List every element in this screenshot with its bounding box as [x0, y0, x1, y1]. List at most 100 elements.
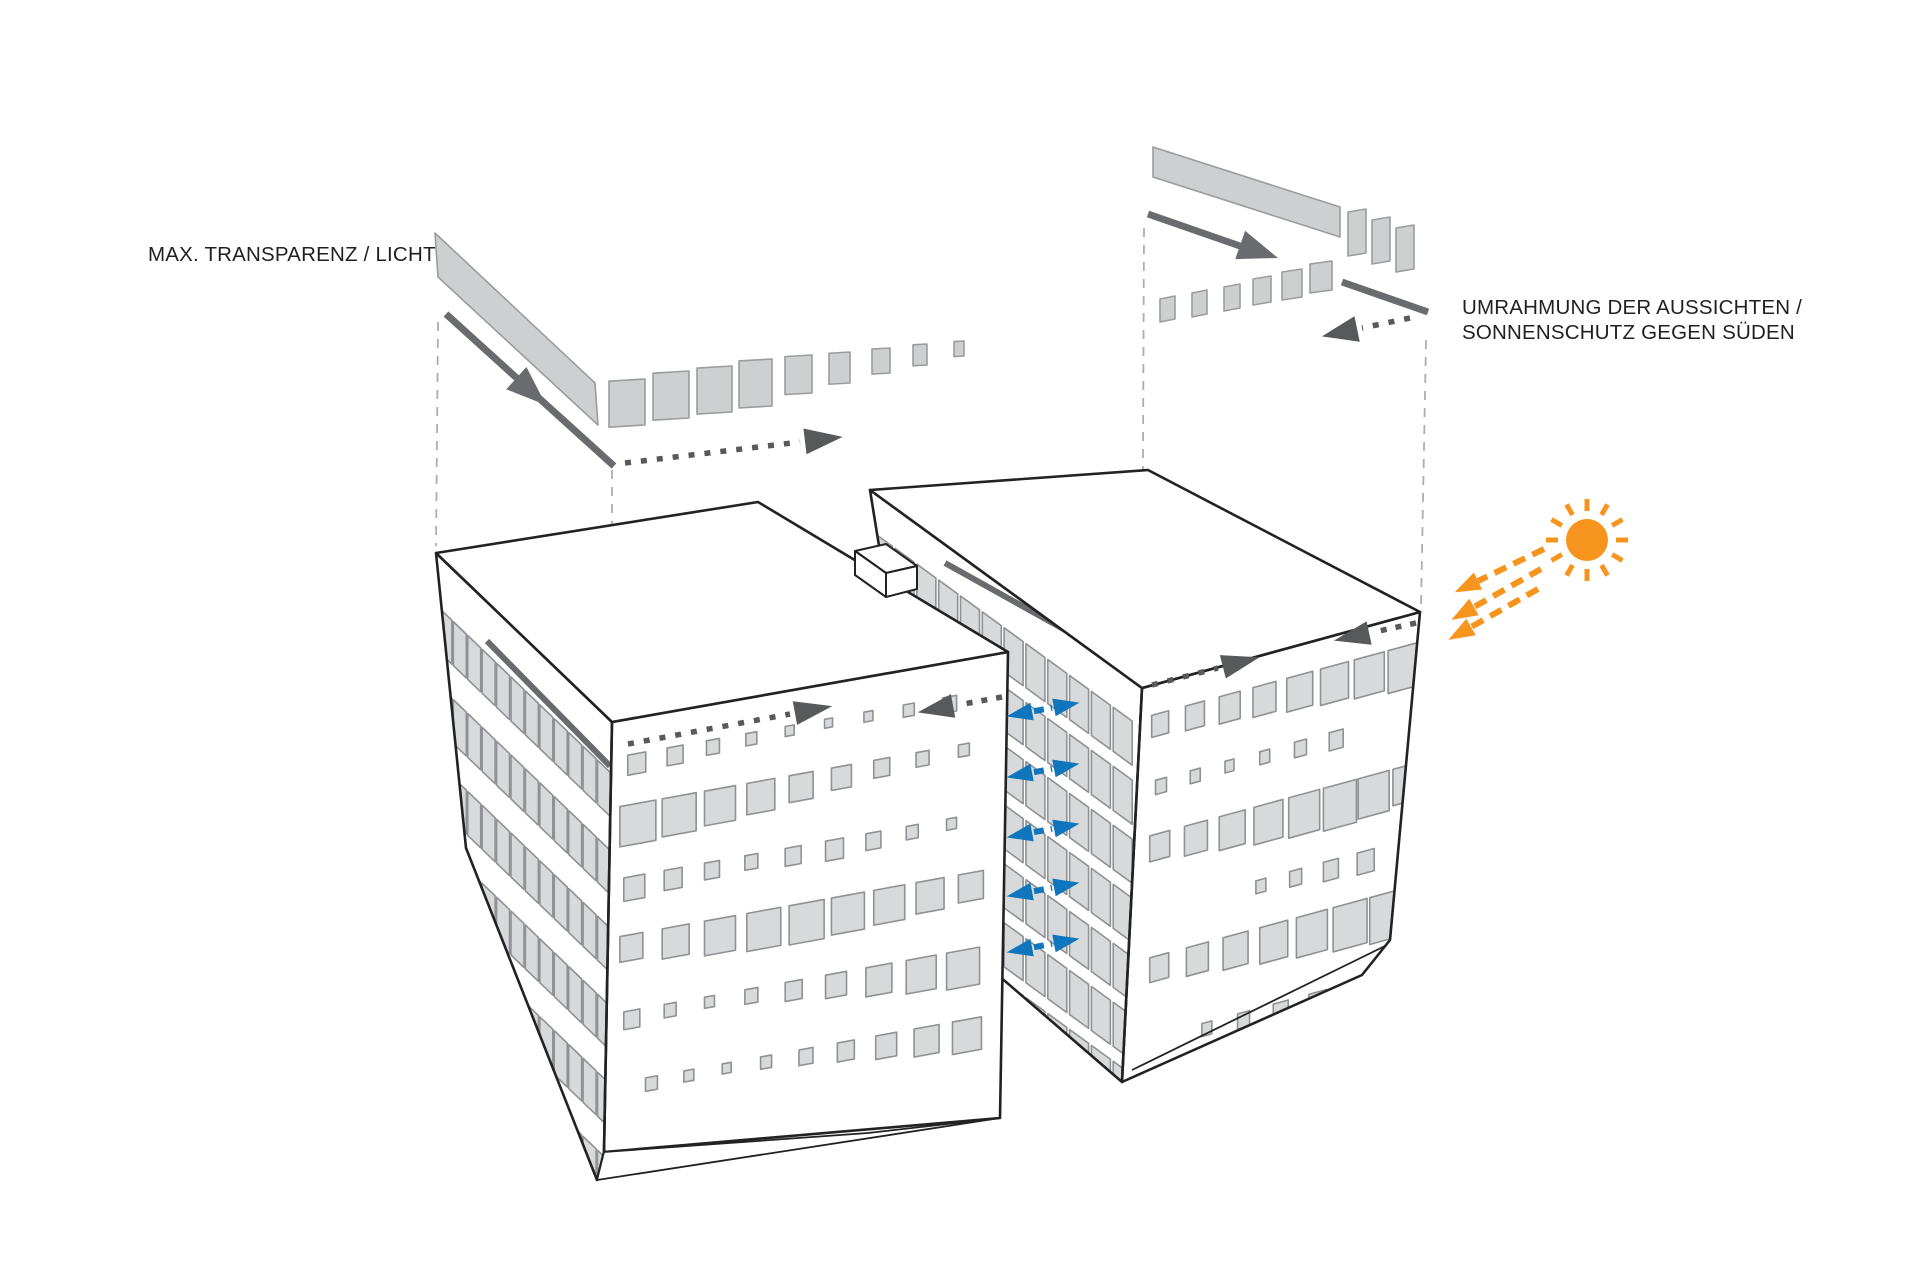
rail-arrowhead [506, 367, 546, 405]
arrowhead [803, 428, 843, 455]
window [951, 1015, 983, 1056]
window [1090, 749, 1112, 810]
window [481, 648, 496, 707]
window [582, 1057, 597, 1116]
slide-rail [1146, 210, 1242, 250]
window [466, 790, 482, 849]
window [481, 804, 496, 863]
window [510, 988, 525, 1047]
band-slat [1371, 216, 1391, 265]
window [567, 965, 583, 1024]
window [1090, 926, 1112, 987]
label-umrahmung-line1: UMRAHMUNG DER AUSSICHTEN / [1462, 296, 1803, 319]
arrowhead [1219, 655, 1260, 679]
window [957, 742, 971, 759]
window [746, 906, 782, 953]
dotted-direction-arrow [1321, 315, 1411, 342]
panel [1223, 283, 1241, 312]
arrowhead [1052, 934, 1080, 953]
window [626, 751, 647, 777]
arrowhead [917, 694, 956, 718]
window [1332, 897, 1368, 953]
window [567, 731, 583, 790]
label-max-transparenz: MAX. TRANSPARENZ / LICHT [148, 243, 436, 266]
window [495, 974, 511, 1033]
window [1319, 660, 1350, 707]
blue-double-arrow [1006, 934, 1080, 957]
window [1025, 642, 1046, 703]
dotted-arrow-right-bldg-left [1333, 620, 1417, 645]
sun-ray [1564, 503, 1575, 517]
left-face-rail [484, 638, 613, 769]
window [510, 1144, 525, 1180]
window [905, 823, 920, 841]
window [539, 703, 554, 763]
window [539, 937, 554, 997]
sun-ray [1550, 517, 1564, 528]
window [663, 1001, 677, 1019]
window [1322, 778, 1358, 833]
window [744, 852, 759, 872]
panel [1252, 275, 1272, 306]
connector-side [885, 565, 918, 598]
sun-ray [1550, 552, 1564, 563]
arrowhead [1052, 819, 1080, 838]
window [1357, 769, 1390, 820]
rail-arrowhead [1235, 230, 1278, 260]
window [481, 1038, 496, 1097]
leader-line [435, 321, 439, 547]
panel [1281, 268, 1303, 301]
window [481, 960, 496, 1019]
window [784, 978, 803, 1003]
window [481, 726, 496, 785]
window [823, 717, 834, 730]
panel [828, 351, 851, 386]
window [1258, 919, 1289, 965]
window [915, 876, 945, 915]
window [1253, 798, 1284, 846]
window [1046, 835, 1068, 896]
sun-ray [1564, 563, 1575, 577]
window [583, 1214, 596, 1270]
arrowhead [1052, 698, 1080, 717]
panel [652, 370, 690, 421]
arrowhead [1006, 823, 1034, 842]
band-slat [1347, 208, 1367, 257]
window [598, 1228, 611, 1280]
window [1255, 877, 1267, 895]
window [824, 970, 848, 1000]
window [830, 891, 866, 936]
panel [608, 378, 646, 428]
arrowhead [1448, 618, 1476, 640]
panel [784, 354, 813, 396]
dotted-arrow-right-bldg-right [1151, 655, 1260, 688]
window [945, 816, 958, 832]
window [1046, 1071, 1068, 1082]
window [569, 1201, 582, 1257]
window [913, 1023, 940, 1058]
dotted-arrow-left-bldg-left [917, 694, 1003, 718]
sun-ray [1599, 503, 1610, 517]
window [481, 1116, 496, 1175]
sliding-panels [1159, 260, 1333, 323]
window [582, 745, 597, 804]
window [683, 1068, 695, 1083]
window [452, 854, 468, 913]
window [784, 844, 802, 868]
window [703, 914, 737, 957]
window [1218, 808, 1246, 852]
window [466, 634, 482, 693]
window [1003, 1039, 1024, 1082]
window [1288, 867, 1303, 889]
window [495, 818, 511, 877]
window [619, 799, 657, 848]
panel [696, 365, 733, 415]
window [553, 717, 569, 776]
sun-ray-arrow [1451, 566, 1543, 620]
window [619, 931, 644, 964]
window [1295, 908, 1329, 959]
window [1285, 670, 1314, 714]
window [539, 1093, 554, 1153]
window [452, 1010, 468, 1069]
